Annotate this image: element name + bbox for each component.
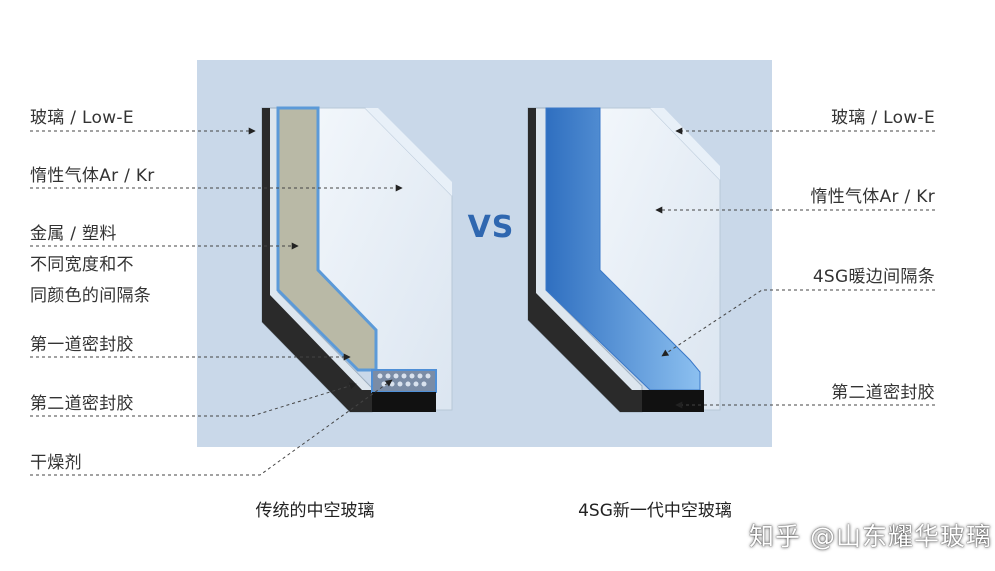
label-right-glass: 玻璃 / Low-E (831, 108, 935, 128)
label-left-inert-gas: 惰性气体Ar / Kr (30, 166, 155, 186)
4sg-warm-edge-spacer (545, 107, 701, 391)
leader-right-spacer (661, 289, 935, 357)
4sg-outer-edge (528, 108, 642, 412)
4sg-bottom-seal (642, 390, 704, 412)
label-left-spacer-material: 金属 / 塑料 (30, 224, 117, 244)
label-right-secondary-sealant: 第二道密封胶 (831, 383, 935, 403)
4sg-back-pane-edge (650, 108, 720, 180)
label-left-glass: 玻璃 / Low-E (30, 108, 134, 128)
watermark-text: 知乎 @山东耀华玻璃 (749, 522, 992, 551)
caption-traditional: 传统的中空玻璃 (255, 501, 375, 521)
traditional-glass-unit (261, 106, 453, 413)
label-left-spacer-desc-2: 同颜色的间隔条 (30, 286, 152, 306)
leader-left-secondary-seal (30, 382, 357, 417)
label-left-spacer-desc-1: 不同宽度和不 (30, 255, 134, 275)
caption-4sg: 4SG新一代中空玻璃 (578, 501, 732, 521)
traditional-secondary-sealant (262, 108, 372, 412)
4sg-glass-unit (527, 107, 721, 413)
label-left-primary-sealant: 第一道密封胶 (30, 335, 134, 355)
label-right-warm-edge-spacer: 4SG暖边间隔条 (812, 267, 935, 287)
traditional-metal-spacer (276, 106, 378, 372)
traditional-desiccant (371, 369, 437, 393)
label-right-inert-gas: 惰性气体Ar / Kr (810, 187, 935, 207)
label-left-secondary-sealant: 第二道密封胶 (30, 394, 134, 414)
traditional-bottom-seal (372, 392, 436, 412)
vs-text: VS (467, 210, 515, 245)
traditional-back-pane-edge (365, 108, 452, 196)
label-left-desiccant: 干燥剂 (30, 453, 82, 473)
leader-left-desiccant (30, 379, 393, 476)
